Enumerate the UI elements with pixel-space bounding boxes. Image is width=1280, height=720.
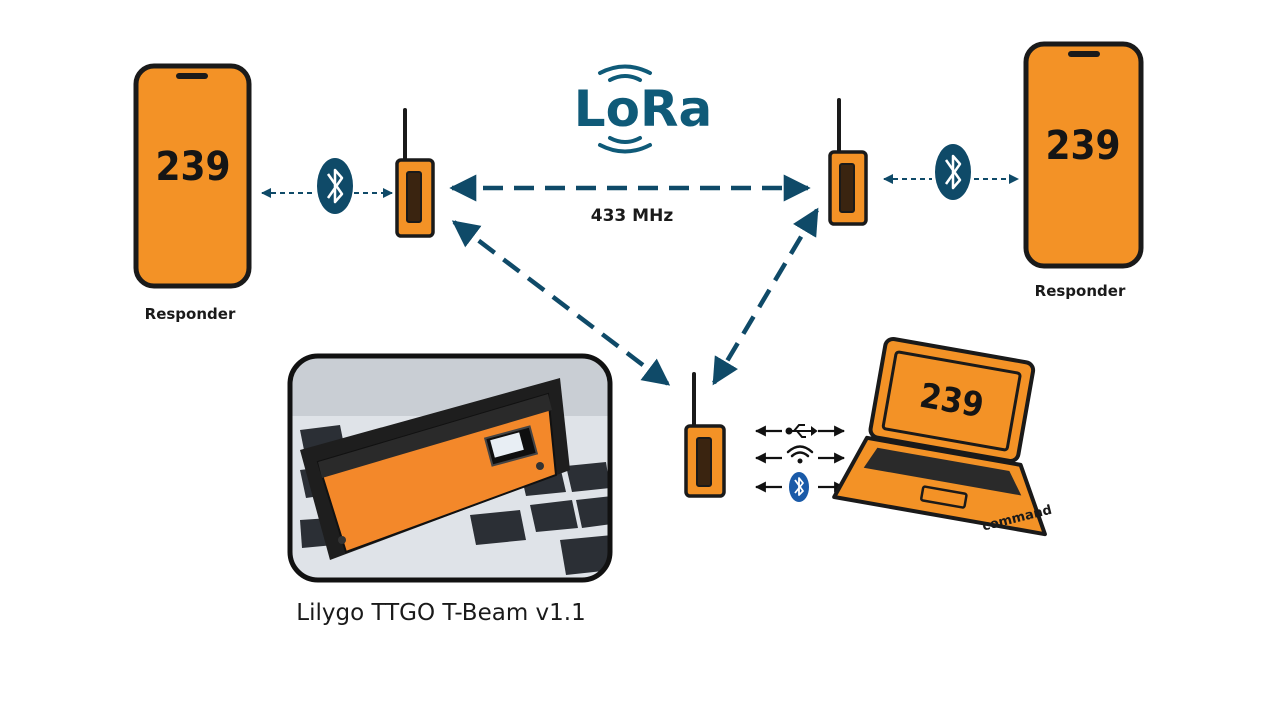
lora-logo: LoRa bbox=[574, 64, 712, 154]
laptop: 239 bbox=[832, 336, 1047, 537]
base-to-laptop-connections bbox=[754, 425, 846, 493]
right-lora-device bbox=[828, 98, 868, 226]
bluetooth-icon bbox=[789, 472, 809, 502]
base-lora-device bbox=[684, 372, 726, 498]
link-right-to-base bbox=[712, 207, 819, 386]
t-beam-case bbox=[300, 378, 570, 560]
bluetooth-icon bbox=[935, 144, 971, 200]
frequency-label: 433 MHz bbox=[591, 206, 674, 226]
left-lora-device bbox=[395, 108, 435, 238]
left-bluetooth-link bbox=[261, 158, 393, 214]
device-photo-caption: Lilygo TTGO T-Beam v1.1 bbox=[296, 600, 585, 626]
right-phone-display: 239 bbox=[1045, 123, 1120, 169]
usb-icon bbox=[785, 424, 818, 438]
device-photo bbox=[287, 353, 613, 583]
left-phone-label: Responder bbox=[145, 305, 236, 323]
signal-waves-icon bbox=[598, 64, 652, 154]
bluetooth-icon bbox=[317, 158, 353, 214]
left-phone-display: 239 bbox=[155, 144, 230, 190]
lora-links bbox=[449, 174, 819, 386]
wifi-icon bbox=[786, 445, 814, 464]
link-left-to-base bbox=[451, 220, 671, 386]
left-phone: 239 bbox=[133, 63, 252, 289]
right-bluetooth-link bbox=[883, 144, 1019, 200]
lora-logo-text: LoRa bbox=[574, 80, 712, 138]
right-phone-label: Responder bbox=[1035, 282, 1126, 300]
right-phone: 239 bbox=[1023, 41, 1144, 269]
